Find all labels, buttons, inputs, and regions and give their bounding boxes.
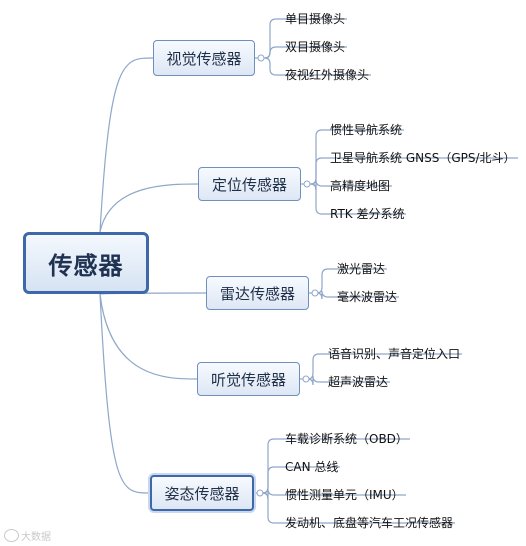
leaf-connector — [264, 46, 347, 59]
leaf-node[interactable]: 激光雷达 — [337, 262, 386, 276]
leaf-node[interactable]: 单目摄像头 — [285, 12, 346, 26]
leaf-node[interactable]: 高精度地图 — [330, 179, 391, 193]
watermark: 大数据 — [4, 528, 51, 543]
root-node[interactable]: 传感器 — [23, 232, 149, 294]
weibo-logo-icon — [4, 529, 19, 542]
leaf-connector — [307, 375, 390, 386]
root-label: 传感器 — [48, 251, 124, 280]
watermark-text: 大数据 — [21, 532, 51, 543]
leaf-connector — [310, 157, 518, 185]
root-connector — [99, 293, 151, 494]
leaf-node[interactable]: 卫星导航系统 GNSS（GPS/北斗） — [330, 151, 516, 165]
collapse-handle-icon[interactable] — [303, 180, 311, 188]
leaf-connector — [310, 183, 406, 215]
leaf-connector — [307, 353, 462, 380]
leaf-node[interactable]: 超声波雷达 — [328, 375, 389, 389]
leaf-node[interactable]: 惯性导航系统 — [330, 123, 403, 137]
leaf-node[interactable]: 夜视红外摄像头 — [285, 68, 370, 82]
leaf-connector — [316, 268, 387, 294]
leaf-node[interactable]: 双目摄像头 — [285, 40, 346, 54]
leaf-node[interactable]: CAN 总线 — [285, 460, 339, 474]
category-label: 定位传感器 — [211, 175, 287, 194]
category-node-auditory[interactable]: 听觉传感器 — [197, 362, 300, 396]
leaf-node[interactable]: RTK 差分系统 — [330, 207, 405, 221]
collapse-handle-icon[interactable] — [256, 489, 264, 497]
leaf-connector — [264, 57, 371, 76]
root-connector — [99, 183, 199, 233]
leaf-node[interactable]: 语音识别、声音定位入口 — [328, 347, 461, 361]
category-label: 雷达传感器 — [219, 284, 295, 303]
collapse-handle-icon[interactable] — [257, 54, 265, 62]
root-connector — [99, 57, 154, 233]
category-node-radar[interactable]: 雷达传感器 — [206, 276, 309, 310]
leaf-node[interactable]: 毫米波雷达 — [337, 290, 398, 304]
leaf-connector — [262, 466, 340, 494]
leaf-connector — [262, 492, 455, 524]
collapse-handle-icon[interactable] — [311, 289, 319, 297]
leaf-node[interactable]: 发动机、底盘等汽车工况传感器 — [285, 516, 454, 530]
category-label: 姿态传感器 — [164, 484, 240, 503]
category-node-visual[interactable]: 视觉传感器 — [153, 40, 255, 76]
category-label: 听觉传感器 — [210, 370, 286, 389]
leaf-node[interactable]: 惯性测量单元（IMU） — [285, 488, 404, 502]
category-node-positioning[interactable]: 定位传感器 — [198, 167, 301, 201]
collapse-handle-icon[interactable] — [302, 375, 310, 383]
category-node-posture[interactable]: 姿态传感器 — [150, 475, 254, 511]
leaf-node[interactable]: 车载诊断系统（OBD） — [285, 432, 408, 446]
category-label: 视觉传感器 — [166, 49, 242, 68]
root-connector — [99, 293, 198, 380]
leaf-connector — [316, 290, 399, 300]
